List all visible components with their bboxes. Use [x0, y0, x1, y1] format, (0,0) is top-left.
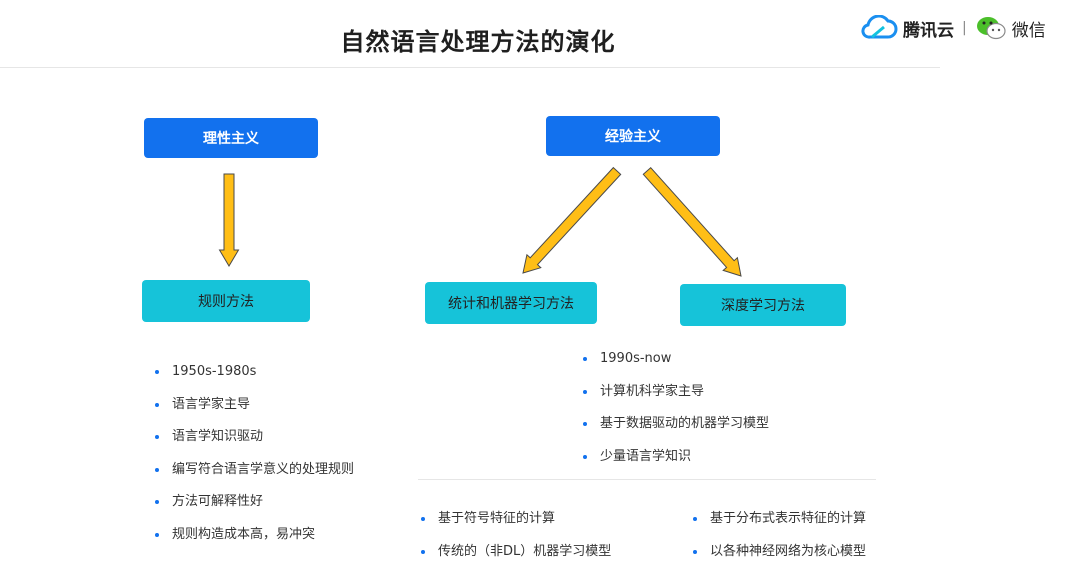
node-rationalism: 理性主义 [144, 118, 318, 158]
list-item: 语言学家主导 [154, 389, 354, 422]
node-statistical-ml: 统计和机器学习方法 [425, 282, 597, 324]
list-item: 少量语言学知识 [582, 441, 769, 474]
node-empiricism: 经验主义 [546, 116, 720, 156]
wechat-label: 微信 [1011, 20, 1046, 41]
arrow-empiricism-to-statistical [522, 166, 622, 274]
list-item: 1990s-now [582, 343, 769, 376]
list-item: 基于符号特征的计算 [420, 502, 611, 535]
list-item: 传统的（非DL）机器学习模型 [420, 535, 611, 568]
node-deep-learning: 深度学习方法 [680, 284, 846, 326]
section-divider [418, 479, 876, 480]
brand-area: 腾讯云 | 微信 [860, 12, 1046, 44]
brand-separator: | [962, 20, 967, 36]
list-item: 基于数据驱动的机器学习模型 [582, 408, 769, 441]
list-item: 规则构造成本高，易冲突 [154, 519, 354, 552]
list-item: 语言学知识驱动 [154, 421, 354, 454]
list-item: 以各种神经网络为核心模型 [692, 535, 866, 568]
list-item: 编写符合语言学意义的处理规则 [154, 454, 354, 487]
list-item: 1950s-1980s [154, 356, 354, 389]
arrow-rationalism-to-rule [218, 173, 240, 267]
node-rule-method: 规则方法 [142, 280, 310, 322]
tencent-cloud-label: 腾讯云 [903, 20, 954, 41]
wechat-icon [976, 17, 1006, 40]
empirical-bullet-list: 1990s-now 计算机科学家主导 基于数据驱动的机器学习模型 少量语言学知识 [582, 343, 769, 473]
deep-bullet-list: 基于分布式表示特征的计算 以各种神经网络为核心模型 [692, 502, 866, 568]
title-divider [0, 67, 940, 68]
list-item: 基于分布式表示特征的计算 [692, 502, 866, 535]
list-item: 计算机科学家主导 [582, 376, 769, 409]
rule-bullet-list: 1950s-1980s 语言学家主导 语言学知识驱动 编写符合语言学意义的处理规… [154, 356, 354, 551]
tencent-cloud-icon [861, 15, 898, 39]
arrow-empiricism-to-deep [642, 166, 742, 277]
list-item: 方法可解释性好 [154, 486, 354, 519]
statistical-bullet-list: 基于符号特征的计算 传统的（非DL）机器学习模型 [420, 502, 611, 568]
page-title: 自然语言处理方法的演化 [340, 28, 616, 56]
